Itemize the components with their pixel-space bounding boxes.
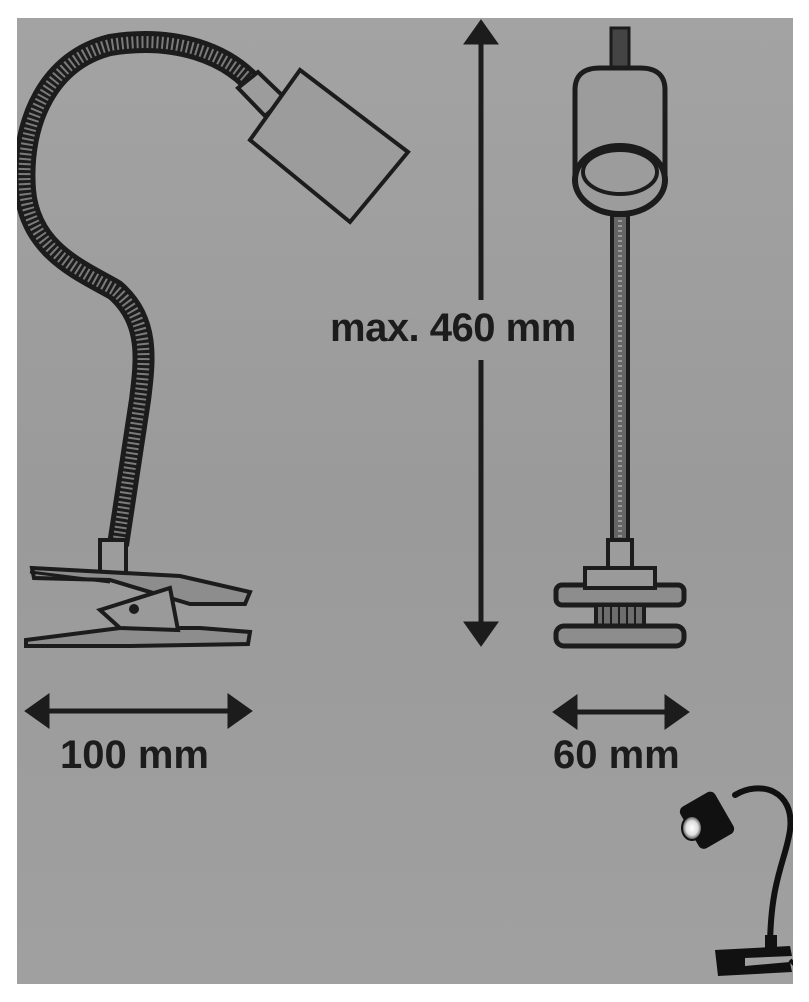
thumb-gooseneck [732,785,793,953]
height-dimension-label: max. 460 mm [330,306,576,350]
lamp-dimension-diagram [17,18,793,984]
width-arrow [24,693,253,729]
front-clip-bottom [553,623,687,649]
side-shade [247,67,411,225]
side-view-lamp [17,31,411,648]
front-shade-opening [572,143,668,217]
thumb-clip [715,946,792,976]
product-thumbnail [679,785,793,976]
depth-arrow [552,694,690,730]
side-collar [98,538,128,576]
thumb-light [681,815,703,841]
depth-dimension-label: 60 mm [553,733,680,777]
width-dimension-label: 100 mm [60,733,209,777]
height-arrow [463,19,499,647]
front-view-lamp [553,26,687,649]
side-clip-top [29,565,253,606]
